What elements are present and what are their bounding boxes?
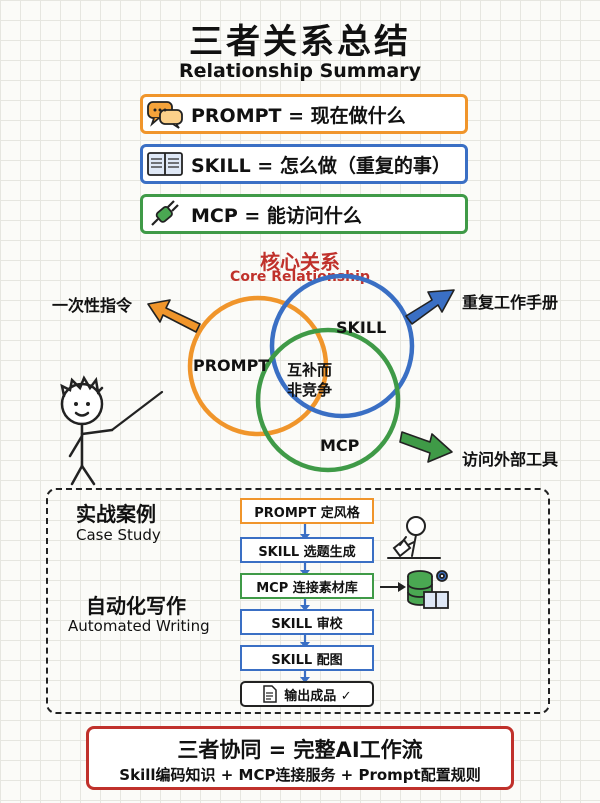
page-title: 三者关系总结 bbox=[189, 22, 411, 62]
flow-step-skill-topic: SKILL 选题生成 bbox=[240, 537, 374, 563]
flow-step-output: 输出成品 ✓ bbox=[240, 681, 374, 707]
core-relationship-title: 核心关系 bbox=[260, 250, 340, 274]
case-study-subject: 自动化写作 bbox=[86, 594, 186, 618]
summary-title: 三者协同 = 完整AI工作流 bbox=[177, 738, 423, 762]
flow-step-mcp-library: MCP 连接素材库 bbox=[240, 573, 374, 599]
definition-prompt-text: PROMPT = 现在做什么 bbox=[191, 104, 406, 127]
flow-step-prompt-style: PROMPT 定风格 bbox=[240, 498, 374, 524]
case-study-title-en: Case Study bbox=[76, 526, 161, 544]
definition-skill: SKILL = 怎么做（重复的事） bbox=[140, 144, 468, 184]
prompt-arrow bbox=[147, 299, 201, 333]
flow-step-output-label: 输出成品 ✓ bbox=[284, 688, 352, 704]
venn-label-skill: SKILL bbox=[336, 318, 387, 337]
venn-center-line2: 非竞争 bbox=[287, 381, 333, 399]
case-study-box bbox=[46, 488, 550, 714]
summary-subtitle: Skill编码知识 + MCP连接服务 + Prompt配置规则 bbox=[119, 766, 481, 784]
plug-icon bbox=[143, 197, 187, 231]
document-icon bbox=[263, 685, 278, 703]
prompt-circle bbox=[187, 295, 329, 437]
page-subtitle: Relationship Summary bbox=[179, 60, 421, 82]
arrow-label-prompt: 一次性指令 bbox=[52, 296, 133, 315]
case-study-subject-en: Automated Writing bbox=[68, 617, 210, 635]
flow-step-skill-image: SKILL 配图 bbox=[240, 645, 374, 671]
definition-skill-text: SKILL = 怎么做（重复的事） bbox=[191, 154, 451, 177]
database-arrow bbox=[380, 582, 406, 592]
arrow-label-mcp: 访问外部工具 bbox=[462, 450, 559, 469]
flow-step-skill-review: SKILL 审校 bbox=[240, 609, 374, 635]
definition-mcp-text: MCP = 能访问什么 bbox=[191, 204, 362, 227]
venn-label-mcp: MCP bbox=[320, 436, 360, 455]
database-icon bbox=[407, 570, 449, 609]
definition-mcp: MCP = 能访问什么 bbox=[140, 194, 468, 234]
venn-label-prompt: PROMPT bbox=[193, 356, 270, 375]
venn-center-line1: 互补而 bbox=[287, 361, 333, 379]
mcp-arrow bbox=[399, 431, 453, 463]
arrow-label-skill: 重复工作手册 bbox=[462, 293, 559, 312]
skill-circle bbox=[269, 273, 415, 419]
book-icon bbox=[143, 147, 187, 181]
summary-box: 三者协同 = 完整AI工作流 Skill编码知识 + MCP连接服务 + Pro… bbox=[86, 726, 514, 790]
case-study-title: 实战案例 bbox=[76, 502, 156, 526]
skill-arrow bbox=[405, 289, 455, 325]
writer-figure bbox=[387, 516, 441, 559]
definition-prompt: PROMPT = 现在做什么 bbox=[140, 94, 468, 134]
core-relationship-subtitle: Core Relationship bbox=[230, 269, 370, 285]
speech-bubbles-icon bbox=[143, 97, 187, 131]
mcp-circle bbox=[255, 327, 401, 473]
teacher-figure bbox=[60, 375, 164, 486]
